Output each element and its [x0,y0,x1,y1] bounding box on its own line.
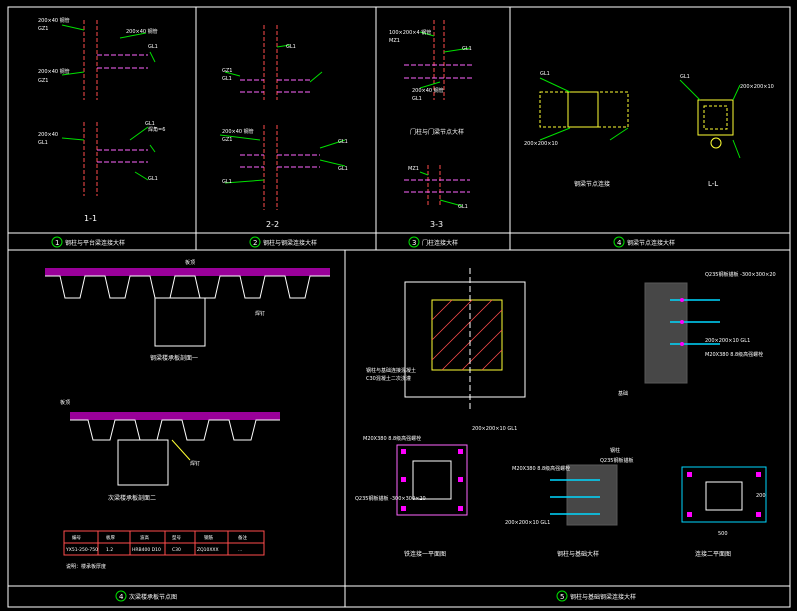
p3-label: GL1 [412,96,422,102]
p1-label: 200×40 钢管 [126,28,158,35]
p1-title: 钢柱与平台梁连接大样 [65,239,125,247]
p6-caption: 钢柱与基础大样 [557,550,599,558]
p3-section-mark: 3-3 [430,220,443,229]
p2-label: GL1 [286,44,296,50]
p5-label: 板顶 [185,259,195,266]
p6-label: Q235钢板锚板 -300×300×20 [705,271,776,278]
p2-label: GZ1 [222,68,232,74]
p3-number: 3 [412,239,416,247]
p2-section-mark: 2-2 [266,220,279,229]
table-cell: HRB400 D10 [132,547,161,553]
p6-label: M20X380 8.8级高强螺栓 [512,465,570,472]
p3-label: 200×40 钢管 [412,87,444,94]
p1-label: 200×40 [38,132,58,138]
table-header: 钢筋 [204,534,213,541]
p6-label: 钢柱 [610,447,620,454]
p6-label: 200 [756,493,766,499]
table-header: 板厚 [106,534,115,541]
p6-label: C30混凝土二次浇灌 [366,375,411,382]
table-cell: 1.2 [106,547,113,553]
p5-label: 焊钉 [255,310,265,317]
table-cell: ... [238,548,242,553]
p2-label: GL1 [222,179,232,185]
p1-label: GZ1 [38,26,48,32]
p1-label: 200×40 钢管 [38,17,70,24]
table-cell: ZQ10XXX [197,547,219,553]
p6-label: 基础 [618,390,628,397]
p3-label: GL1 [458,204,468,210]
table-cell: C30 [172,547,181,553]
table-cell: YX51-250-750 [65,547,98,553]
p2-title: 钢柱与钢梁连接大样 [263,239,317,247]
p6-number: 5 [560,593,564,601]
panel-1-column-beam-detail: 200×40 钢管 GZ1 200×40 钢管 GL1 200×40 钢管 GZ… [38,17,165,248]
p6-label: Q235钢板锚板 [600,457,633,464]
p4-label: 200×200×10 [524,141,558,147]
p2-label: 200×40 钢管 [222,128,254,135]
p3-label: MZ1 [408,166,419,172]
table-header: 型号 [172,534,181,541]
p6-caption: 连接二平面图 [695,550,731,558]
p5-label: 板顶 [60,399,70,406]
p1-label: GL1 [38,140,48,146]
deck-spec-table [63,530,265,556]
p6-label: M20X380 8.8级高强螺栓 [363,435,421,442]
panel-5-floor-deck-detail: 板顶 焊钉 板顶 焊钉 说明：楼承板厚度 钢梁楼承板剖面一 次梁楼承板剖面二 编… [45,259,330,602]
panel-4-steel-beam-joint: GL1 200×200×10 GL1 200×200×10 钢梁节点连接 L-L… [524,71,774,248]
panel-3-door-column-detail: 100×200×4 钢管 MZ1 GL1 200×40 钢管 GL1 MZ1 G… [389,20,474,248]
p6-label: 500 [718,531,728,537]
p3-caption: 门柱与门梁节点大样 [410,128,464,136]
p6-label: 钢柱与基础连接混凝土 [366,367,416,374]
p2-number: 2 [253,239,257,247]
p1-label: GL1 [148,44,158,50]
p4-section-mark: L-L [708,180,718,188]
p1-label: GL1 [145,121,155,127]
p3-label: 100×200×4 钢管 [389,29,431,36]
table-header: 波高 [140,534,149,541]
p5-label: 说明：楼承板厚度 [66,563,106,570]
p2-label: GL1 [338,166,348,172]
p4-number: 4 [617,239,622,247]
p5-number: 4 [119,593,124,601]
panel-6-column-base-detail: 钢柱与基础连接混凝土 C30混凝土二次浇灌 Q235钢板锚板 -300×300×… [355,268,776,602]
p1-section-mark: 1-1 [84,214,97,223]
p6-label: 200×200×10 GL1 [472,426,517,432]
p2-label: GL1 [222,76,232,82]
p3-label: MZ1 [389,38,400,44]
p6-label: Q235钢板锚板 -300×300×20 [355,495,426,502]
p5-title: 次梁楼承板节点图 [129,593,177,601]
p2-label: GL1 [338,139,348,145]
p2-label: GZ1 [222,137,232,143]
panel-2-column-steel-beam-detail: GL1 GZ1 GL1 200×40 钢管 GZ1 GL1 GL1 GL1 2-… [219,25,348,248]
p5-caption: 钢梁楼承板剖面一 [150,354,198,362]
p1-label: 200×40 钢管 [38,68,70,75]
p6-caption: 铁连接一平面图 [404,550,446,558]
p4-label: GL1 [680,74,690,80]
p4-label: GL1 [540,71,550,77]
p4-caption: 钢梁节点连接 [574,180,610,188]
p6-label: 200×200×10 GL1 [705,338,750,344]
p1-label: 焊角=6 [148,126,165,133]
p3-title: 门柱连接大样 [422,239,458,247]
table-header: 编号 [72,534,81,541]
p1-label: GZ1 [38,78,48,84]
p5-label: 焊钉 [190,460,200,467]
p5-caption: 次梁楼承板剖面二 [108,494,156,502]
p3-label: GL1 [462,46,472,52]
p6-label: M20X380 8.8级高强螺栓 [705,351,763,358]
p1-label: GL1 [148,176,158,182]
p4-label: 200×200×10 [740,84,774,90]
table-header: 备注 [238,534,247,541]
p6-title: 钢柱与基础钢梁连接大样 [570,593,636,601]
p6-label: 200×200×10 GL1 [505,520,550,526]
p4-title: 钢梁节点连接大样 [627,239,675,247]
sheet-frame [7,6,791,608]
p1-number: 1 [55,239,59,247]
